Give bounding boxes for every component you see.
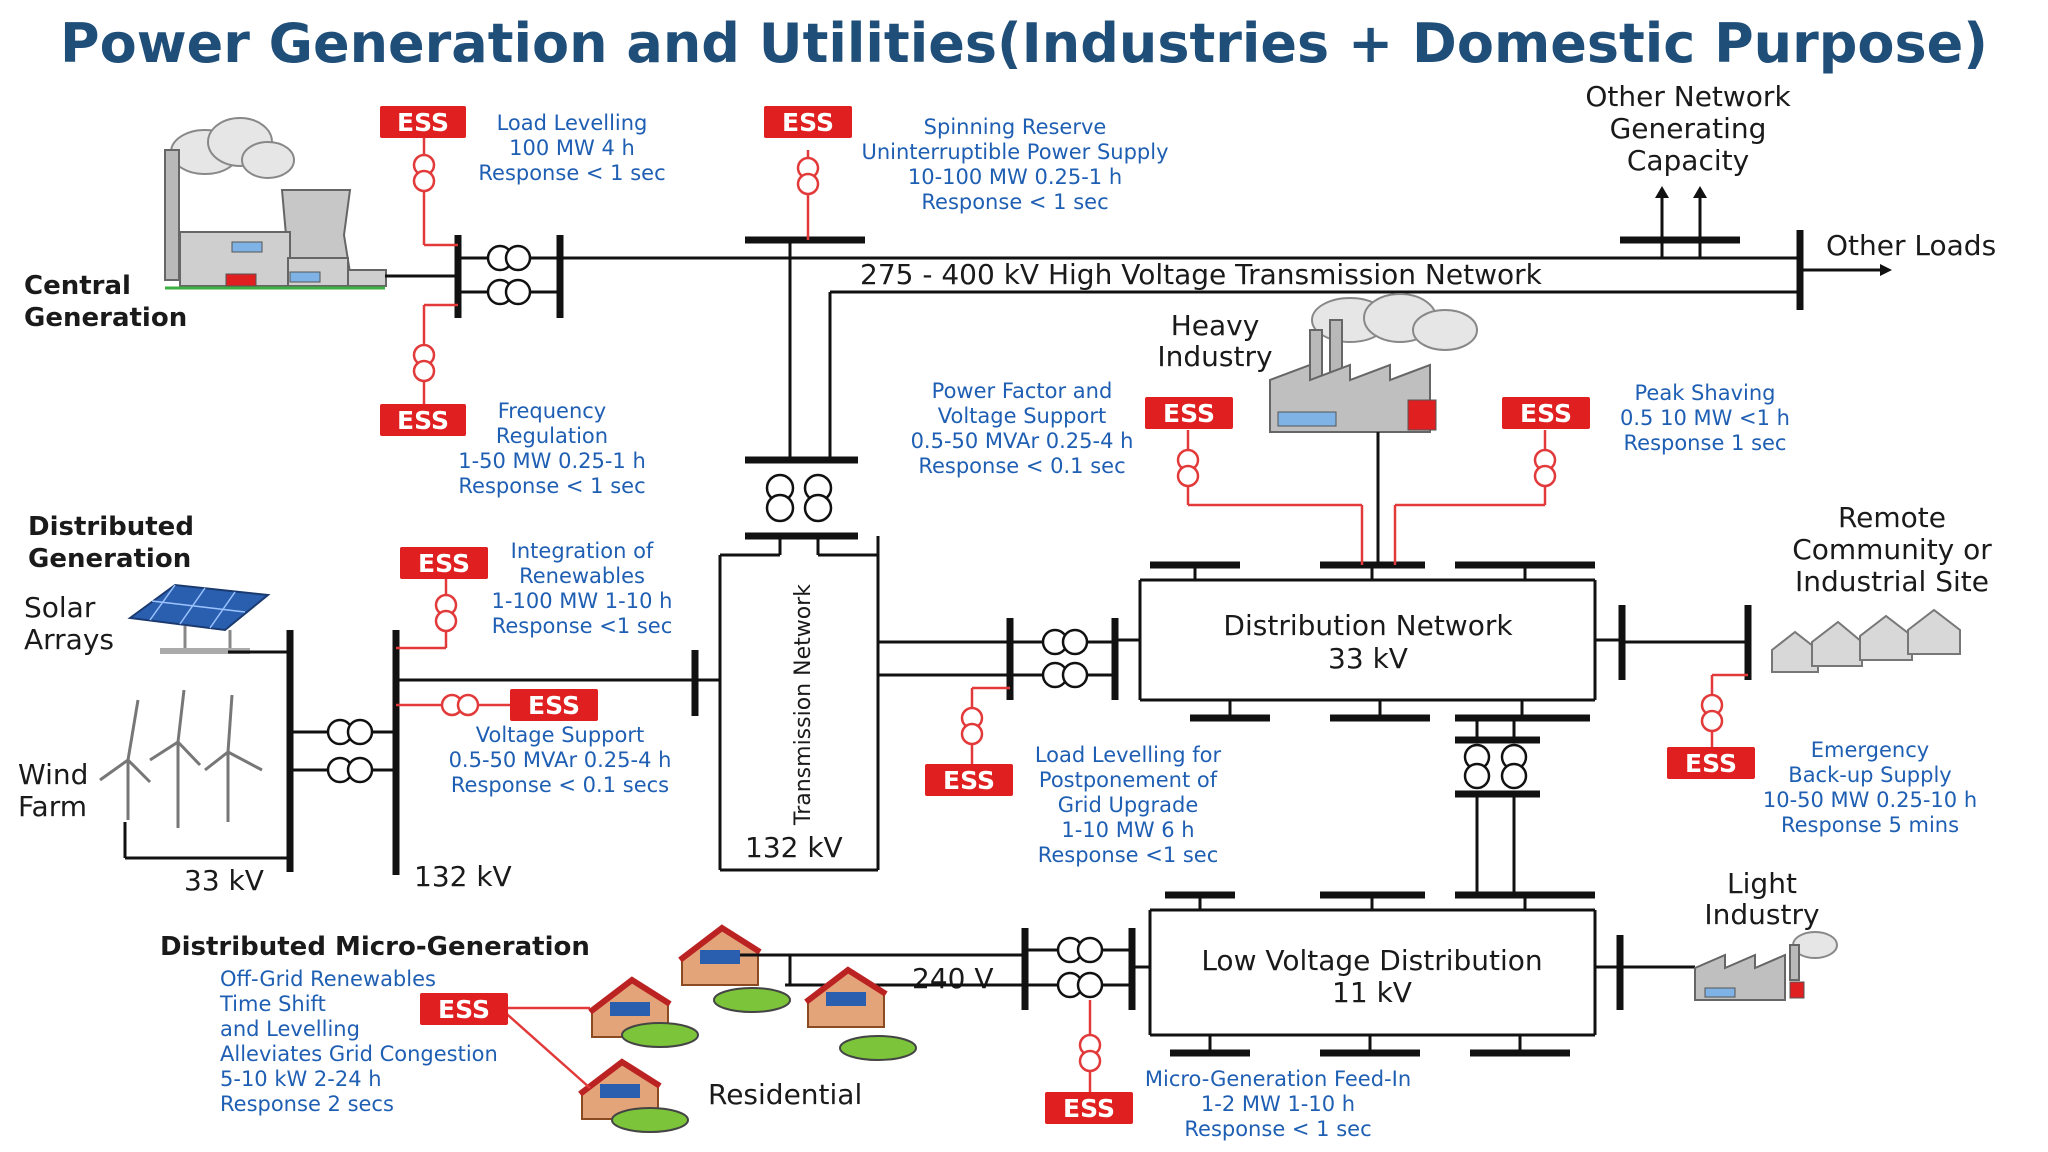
svg-text:ESS: ESS — [418, 549, 470, 578]
ess-integration-renewables: ESS — [396, 547, 488, 650]
transmission-network-label: Transmission Network — [791, 584, 816, 826]
hv-network-label: 275 - 400 kV High Voltage Transmission N… — [860, 258, 1543, 291]
svg-text:ESS: ESS — [397, 108, 449, 137]
other-loads-arrow-icon — [1880, 264, 1892, 276]
peak-shaving-transformer-icon — [1533, 448, 1557, 488]
ess-load-levelling: ESS — [380, 106, 466, 247]
other-loads-label: Other Loads — [1826, 229, 1996, 262]
svg-text:ESS: ESS — [438, 995, 490, 1024]
spinning-reserve-transformer-icon — [796, 156, 820, 196]
transmission-transformer-icon — [765, 473, 833, 523]
residential-label: Residential — [708, 1078, 862, 1111]
transmission-132kv-label: 132 kV — [745, 831, 843, 864]
page-title: Power Generation and Utilities(Industrie… — [60, 12, 1988, 75]
svg-text:ESS: ESS — [528, 691, 580, 720]
remote-houses-icon — [1771, 608, 1961, 673]
bus-132kv-label: 132 kV — [414, 860, 512, 893]
svg-text:ESS: ESS — [782, 108, 834, 137]
distributed-gen-transformer-icon — [326, 718, 374, 784]
heavy-industry-icon — [1269, 293, 1478, 433]
ess-off-grid: ESS — [420, 993, 508, 1025]
up-arrow-icon — [1655, 186, 1669, 198]
bus-240v-label: 240 V — [912, 962, 994, 995]
ess-voltage-support: ESS — [396, 689, 598, 721]
distributed-micro-generation-label: Distributed Micro-Generation — [160, 932, 590, 962]
ess-power-factor: ESS — [1145, 397, 1233, 429]
micro-gen-transformer-icon — [1056, 936, 1104, 999]
ess-emergency-backup: ESS — [1667, 673, 1755, 779]
svg-text:ESS: ESS — [1520, 399, 1572, 428]
central-generation-plant-icon — [164, 117, 387, 290]
ess-micro-generation: ESS — [1045, 1000, 1133, 1124]
svg-text:ESS: ESS — [1163, 399, 1215, 428]
svg-text:ESS: ESS — [397, 406, 449, 435]
ess-peak-shaving: ESS — [1502, 397, 1590, 429]
svg-text:ESS: ESS — [1063, 1094, 1115, 1123]
wind-turbine-icon — [99, 689, 263, 828]
low-voltage-distribution-box — [1148, 891, 1597, 1057]
residential-houses-icon — [578, 924, 917, 1133]
light-industry-icon — [1694, 931, 1838, 1001]
up-arrow-icon — [1693, 186, 1707, 198]
ess-load-levelling-grid: ESS — [925, 686, 1013, 796]
distribution-transformer-icon — [1041, 628, 1089, 689]
power-factor-transformer-icon — [1176, 448, 1200, 488]
ess-frequency-regulation: ESS — [380, 303, 466, 436]
svg-text:ESS: ESS — [943, 766, 995, 795]
ess-spinning-reserve: ESS — [764, 106, 852, 138]
svg-text:ESS: ESS — [1685, 749, 1737, 778]
central-gen-transformer-icon — [486, 244, 532, 306]
bus-33kv-label: 33 kV — [184, 864, 264, 897]
solar-panel-icon — [127, 583, 271, 654]
lv-transformer-icon — [1463, 743, 1528, 790]
